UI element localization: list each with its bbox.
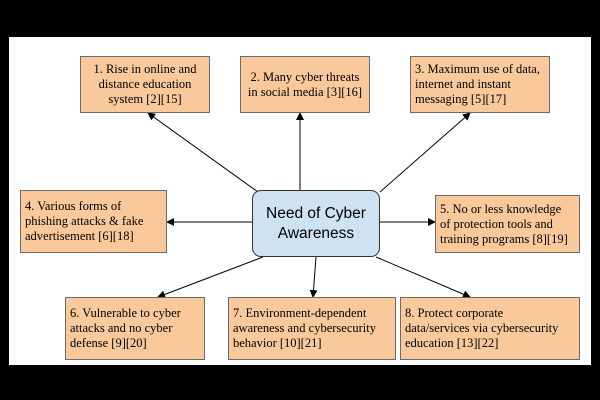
arrow-to-node-8: [375, 256, 471, 298]
arrow-to-node-3: [379, 112, 471, 193]
node-6: 6. Vulnerable to cyber attacks and no cy…: [65, 297, 205, 360]
arrow-to-node-1: [147, 112, 259, 193]
node-8: 8. Protect corporate data/services via c…: [400, 297, 580, 360]
node-2: 2. Many cyber threats in social media [3…: [240, 56, 370, 113]
arrow-to-node-7: [309, 256, 318, 298]
node-4: 4. Various forms of phishing attacks & f…: [20, 190, 167, 253]
arrow-to-node-6: [157, 256, 264, 299]
node-5: 5. No or less knowledge of protection to…: [435, 195, 580, 253]
node-7: 7. Environment-dependent awareness and c…: [228, 297, 396, 360]
node-3: 3. Maximum use of data, internet and ins…: [410, 56, 550, 113]
center-node: Need of Cyber Awareness: [252, 190, 380, 257]
node-1: 1. Rise in online and distance education…: [80, 56, 210, 113]
